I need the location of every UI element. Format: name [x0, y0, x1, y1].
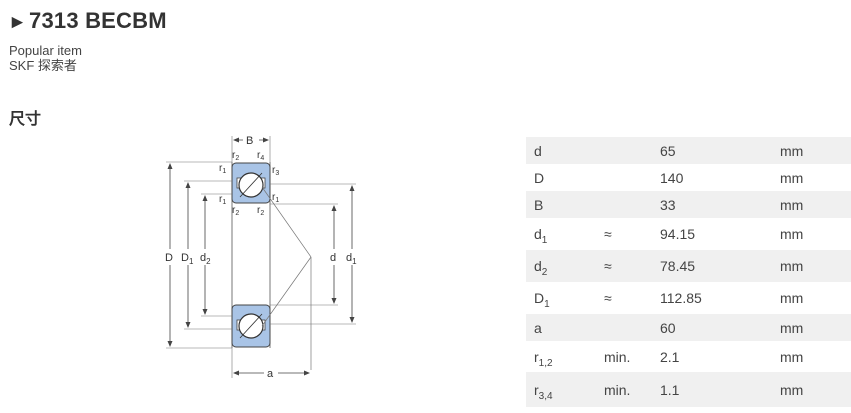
dimension-qualifier: min.	[604, 348, 631, 365]
dimension-row: d1 ≈94.15 mm	[526, 218, 851, 250]
dimension-symbol: r3,4	[526, 372, 596, 407]
dimension-value: 2.1	[660, 348, 680, 365]
dimension-qualifier	[596, 164, 652, 191]
dimension-unit: mm	[772, 191, 851, 218]
label-r1-upper-left: r1	[219, 163, 226, 175]
popular-item-label: Popular item	[9, 43, 82, 58]
label-a: a	[267, 368, 274, 380]
dimension-value: 78.45	[652, 250, 772, 282]
product-title: ►7313 BECBM	[8, 8, 167, 34]
symbol-text: d	[534, 258, 542, 274]
label-D: D	[165, 252, 173, 264]
symbol-subscript: 3,4	[538, 390, 553, 402]
dimension-qualifier: ≈	[604, 290, 612, 306]
arrow-right-icon: ►	[8, 12, 28, 33]
dimension-value: 94.15	[660, 226, 696, 242]
symbol-subscript: 1,2	[538, 357, 553, 369]
label-D1: D1	[181, 252, 194, 266]
symbol-subscript: 1	[544, 299, 550, 310]
label-r4-top-right: r4	[257, 150, 264, 162]
label-d2: d2	[200, 252, 211, 266]
brand-label: SKF 探索者	[9, 58, 77, 73]
dimension-unit: mm	[780, 226, 804, 242]
dimension-symbol: d1	[526, 218, 596, 250]
dimension-row: D1 ≈112.85 mm	[526, 282, 851, 314]
dimension-unit: mm	[780, 290, 804, 306]
dimension-symbol: B	[526, 191, 596, 218]
label-r2-bottom-left: r2	[232, 205, 239, 217]
bottom-ring-section	[231, 304, 271, 348]
symbol-text: r	[534, 348, 539, 365]
dimension-row: D 140 mm	[526, 164, 851, 191]
dimension-qualifier	[596, 191, 652, 218]
product-subtitle: Popular item SKF 探索者	[9, 43, 82, 73]
dimension-qualifier	[596, 137, 652, 164]
dimension-value: 140	[660, 169, 684, 186]
dimension-unit: mm	[772, 250, 851, 282]
label-B: B	[246, 135, 253, 147]
dimension-unit: mm	[780, 169, 804, 186]
label-d1: d1	[346, 252, 357, 266]
dimension-unit: mm	[772, 372, 851, 407]
dimension-value: 33	[652, 191, 772, 218]
symbol-text: B	[534, 196, 544, 213]
symbol-text: D	[534, 290, 545, 306]
label-r1-lower-left: r1	[219, 194, 226, 206]
dimension-qualifier: min.	[596, 372, 652, 407]
top-ring-section	[231, 162, 271, 204]
label-r2-bottom-right: r2	[257, 205, 264, 217]
symbol-text: d	[534, 142, 542, 159]
dimension-symbol: d2	[526, 250, 596, 282]
symbol-subscript: 1	[541, 235, 548, 246]
dimension-symbol: D	[526, 164, 596, 191]
label-r2-top-left: r2	[232, 150, 239, 162]
dimension-symbol: d	[526, 137, 596, 164]
dimension-unit: mm	[772, 137, 851, 164]
label-r1-lower-right: r1	[272, 192, 279, 204]
bearing-dimension-drawing: B D D1 d2 d d1 a r2 r4 r1 r3 r1 r1 r2 r2	[163, 133, 362, 380]
dimension-value: 65	[652, 137, 772, 164]
dimension-symbol: a	[526, 314, 596, 341]
dimension-qualifier: ≈	[596, 250, 652, 282]
symbol-text: D	[534, 169, 545, 186]
dimension-qualifier: ≈	[604, 226, 612, 242]
dimension-row: r1,2 min. 2.1 mm	[526, 341, 851, 372]
dimensions-heading: 尺寸	[9, 111, 42, 128]
dimension-unit: mm	[780, 348, 804, 365]
symbol-text: a	[534, 319, 542, 336]
product-designation: 7313 BECBM	[29, 8, 167, 33]
dimension-unit: mm	[772, 314, 851, 341]
dimension-symbol: D1	[526, 282, 596, 314]
symbol-subscript: 2	[541, 267, 548, 278]
label-d: d	[330, 252, 336, 264]
label-r3-upper-right: r3	[272, 165, 279, 177]
dimension-value: 1.1	[652, 372, 772, 407]
dimension-qualifier	[596, 314, 652, 341]
symbol-text: d	[534, 226, 542, 242]
dimension-symbol: r1,2	[526, 341, 596, 372]
dimension-value: 60	[652, 314, 772, 341]
symbol-text: r	[534, 381, 539, 398]
dimension-value: 112.85	[660, 290, 702, 306]
